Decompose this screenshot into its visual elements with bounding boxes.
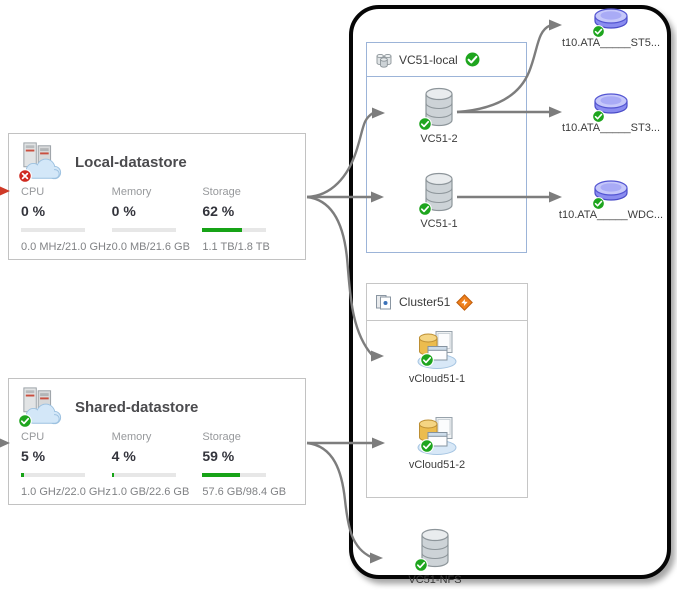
progress-fill [21,473,25,477]
metric-value: 4 % [111,448,136,464]
ok-check-icon [592,197,605,210]
metric-value: 62 % [202,203,235,219]
group-title: Cluster51 [399,295,451,309]
metric-detail: 0.0 MHz/21.0 GHz [21,241,112,253]
metric-memory: Memory 4 % 1.0 GB/22.6 GB [111,431,203,498]
ok-check-icon [420,353,434,367]
metric-label: CPU [21,186,45,198]
ok-check-icon [18,414,32,428]
node-label: VC51-2 [420,133,458,145]
card-header: Shared-datastore [9,379,305,428]
progress-fill [202,228,243,232]
disk-label: t10.ATA_____WDC... [558,209,664,221]
metric-cpu: CPU 0 % 0.0 MHz/21.0 GHz [21,186,112,253]
metric-label: Memory [111,186,152,198]
cluster-icon [375,294,393,310]
node-vcloud51-2[interactable]: vCloud51-2 [397,414,477,471]
ok-check-icon [418,117,432,131]
disk-icon [591,176,631,206]
ok-check-icon [414,558,428,572]
node-vc51-nfs[interactable]: VC51-NFS [395,527,475,586]
datastore-stack-icon [375,52,393,68]
card-title: Local-datastore [75,153,187,171]
vm-icon [414,328,460,370]
disk-st3[interactable]: t10.ATA_____ST3... [551,89,671,134]
metric-detail: 1.1 TB/1.8 TB [202,241,270,253]
datastore-icon [417,527,453,571]
card-local-datastore[interactable]: Local-datastore CPU 0 % 0.0 MHz/21.0 GHz… [8,133,306,260]
metric-memory: Memory 0 % 0.0 MB/21.6 GB [111,186,203,253]
progress-bar [111,473,176,477]
error-badge-icon [18,169,32,183]
metric-label: CPU [21,431,45,443]
datastore-icon [421,86,457,130]
metrics-row: CPU 0 % 0.0 MHz/21.0 GHz Memory 0 % 0.0 … [9,183,305,253]
card-header: Local-datastore [9,134,305,183]
metric-label: Storage [202,186,241,198]
disk-icon [591,4,631,34]
host-datastore-icon [19,386,65,428]
node-label: VC51-1 [420,218,458,230]
metric-value: 5 % [21,448,46,464]
ok-check-icon [420,439,434,453]
ok-check-icon [464,51,481,68]
progress-bar [111,228,176,232]
ok-check-icon [418,202,432,216]
metric-storage: Storage 59 % 57.6 GB/98.4 GB [202,431,293,498]
group-title: VC51-local [399,52,458,67]
metric-cpu: CPU 5 % 1.0 GHz/22.0 GHz [21,431,112,498]
card-shared-datastore[interactable]: Shared-datastore CPU 5 % 1.0 GHz/22.0 GH… [8,378,306,505]
group-cluster51-header: Cluster51 [367,284,527,321]
metric-detail: 0.0 MB/21.6 GB [111,241,190,253]
node-vc51-1[interactable]: VC51-1 [399,171,479,230]
metric-detail: 57.6 GB/98.4 GB [202,486,287,498]
progress-fill [111,473,115,477]
datastore-icon [421,171,457,215]
progress-bar [202,228,267,232]
progress-bar [202,473,267,477]
group-vc51-local-header: VC51-local [367,43,526,77]
disk-icon [591,89,631,119]
ha-warning-icon [456,294,473,311]
node-label: vCloud51-2 [408,459,466,471]
progress-bar [21,473,85,477]
metric-value: 0 % [111,203,136,219]
node-label: vCloud51-1 [408,373,466,385]
metric-value: 59 % [202,448,235,464]
disk-st5[interactable]: t10.ATA_____ST5... [551,4,671,49]
metric-value: 0 % [21,203,46,219]
disk-label: t10.ATA_____ST5... [561,37,661,49]
disk-label: t10.ATA_____ST3... [561,122,661,134]
disk-wdc[interactable]: t10.ATA_____WDC... [551,176,671,221]
vm-icon [414,414,460,456]
ok-check-icon [592,25,605,38]
metric-storage: Storage 62 % 1.1 TB/1.8 TB [202,186,293,253]
ok-check-icon [592,110,605,123]
metric-label: Storage [202,431,241,443]
node-label: VC51-NFS [408,574,462,586]
progress-bar [21,228,85,232]
metric-detail: 1.0 GHz/22.0 GHz [21,486,111,498]
node-vc51-2[interactable]: VC51-2 [399,86,479,145]
node-vcloud51-1[interactable]: vCloud51-1 [397,328,477,385]
card-title: Shared-datastore [75,398,199,416]
metrics-row: CPU 5 % 1.0 GHz/22.0 GHz Memory 4 % 1.0 … [9,428,305,498]
metric-label: Memory [111,431,152,443]
host-datastore-icon [19,141,65,183]
group-cluster51[interactable]: Cluster51 [366,283,528,498]
progress-fill [202,473,241,477]
metric-detail: 1.0 GB/22.6 GB [111,486,190,498]
